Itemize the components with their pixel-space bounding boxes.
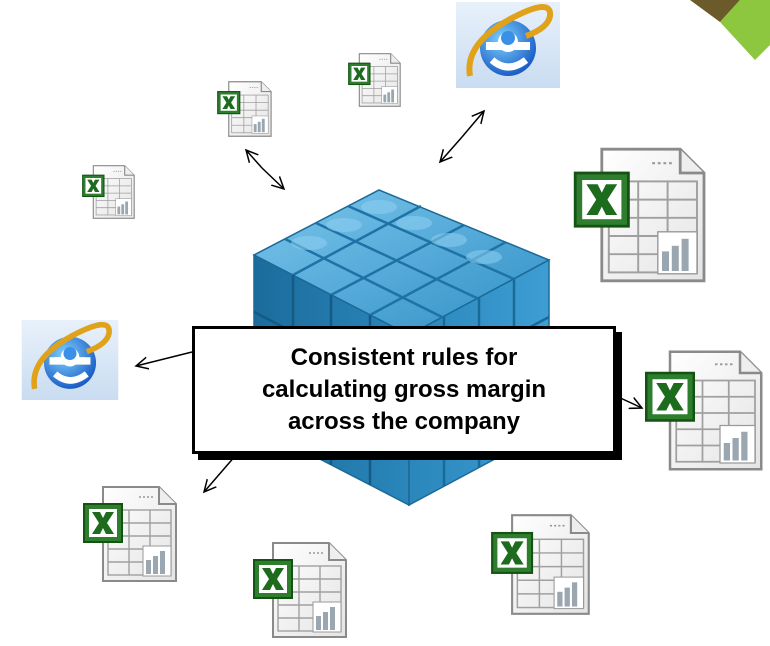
arrow-spreadsheet-top: [246, 150, 263, 169]
excel-spreadsheet-icon: [484, 512, 599, 617]
arrow-spreadsheet-top: [261, 167, 284, 189]
arrow-spreadsheet-bottom-left: [204, 454, 237, 492]
arrow-browser-top: [461, 111, 484, 138]
excel-spreadsheet-icon: [640, 348, 770, 473]
excel-spreadsheet-icon: [566, 145, 716, 285]
arrow-browser-left: [136, 351, 193, 366]
excel-spreadsheet-icon: [78, 164, 140, 220]
corner-accent: [690, 0, 770, 60]
callout-text: Consistent rules for calculating gross m…: [261, 344, 547, 435]
excel-spreadsheet-icon: [212, 80, 278, 138]
internet-explorer-icon: [18, 320, 122, 400]
excel-spreadsheet-icon: [344, 52, 406, 108]
internet-explorer-icon: [456, 2, 560, 88]
excel-spreadsheet-icon: [246, 540, 356, 640]
arrow-spreadsheet-right: [615, 395, 642, 408]
arrow-browser-top: [440, 136, 463, 162]
excel-spreadsheet-icon: [76, 484, 186, 584]
callout-box: Consistent rules for calculating gross m…: [192, 326, 616, 454]
